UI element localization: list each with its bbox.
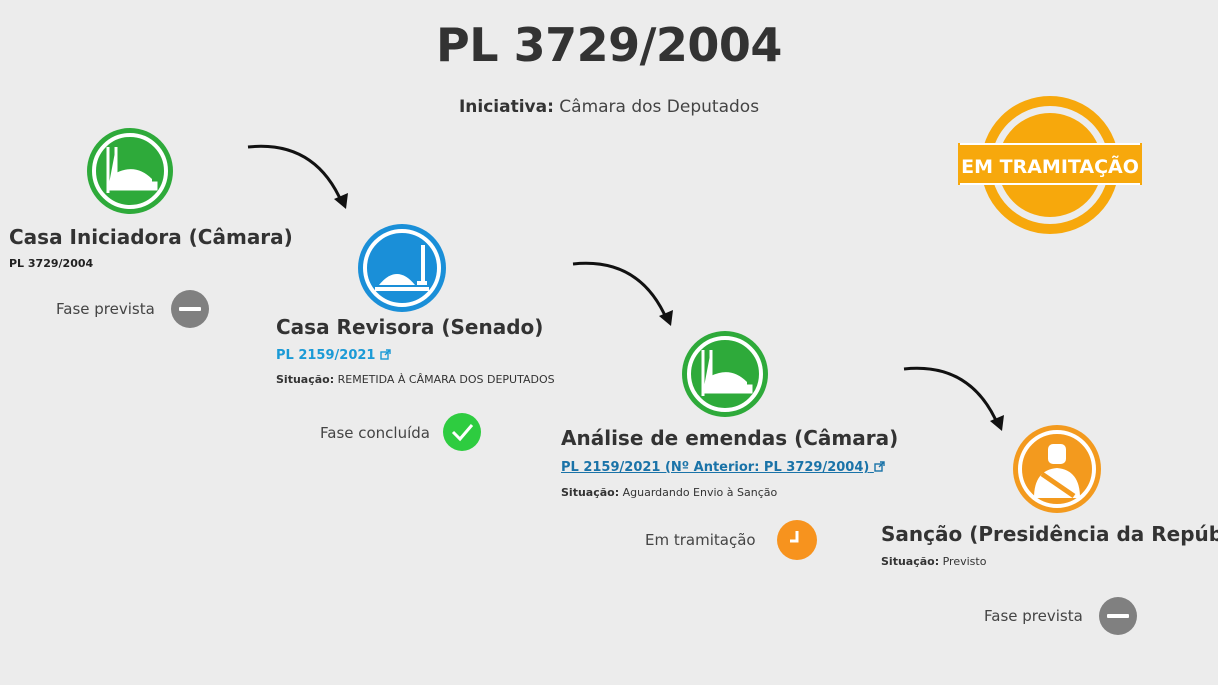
situacao-value: REMETIDA À CÂMARA DOS DEPUTADOS — [337, 373, 555, 386]
stage-title: Casa Iniciadora (Câmara) — [9, 225, 293, 249]
situacao-value: Aguardando Envio à Sanção — [622, 486, 778, 499]
camara-icon — [682, 331, 768, 417]
phase-label: Fase prevista — [56, 300, 155, 318]
situacao-label: Situação: — [561, 486, 620, 499]
stage-link-text[interactable]: PL 2159/2021 (Nº Anterior: PL 3729/2004) — [561, 460, 870, 475]
stage-situacao: Situação: REMETIDA À CÂMARA DOS DEPUTADO… — [276, 373, 555, 386]
stamp-text: EM TRAMITAÇÃO — [961, 154, 1139, 178]
stage-link-text[interactable]: PL 2159/2021 — [276, 348, 376, 363]
phase-label: Em tramitação — [645, 531, 756, 549]
page-title: PL 3729/2004 — [436, 18, 782, 72]
initiative-label: Iniciativa: — [458, 97, 554, 117]
arrow-icon — [572, 261, 673, 326]
stage-title: Sanção (Presidência da República) — [881, 522, 1218, 546]
situacao-label: Situação: — [276, 373, 335, 386]
stage-link[interactable]: PL 2159/2021 (Nº Anterior: PL 3729/2004) — [561, 460, 885, 475]
check-circle-icon — [443, 413, 481, 451]
stage-code: PL 3729/2004 — [9, 257, 94, 270]
stage-situacao: Situação: Previsto — [881, 555, 986, 568]
situacao-label: Situação: — [881, 555, 940, 568]
minus-circle-icon — [171, 290, 209, 328]
stage-situacao: Situação: Aguardando Envio à Sanção — [561, 486, 777, 499]
initiative-value: Câmara dos Deputados — [559, 97, 760, 117]
em-tramitacao-stamp: EM TRAMITAÇÃO — [958, 96, 1142, 234]
arrow-icon — [903, 366, 1004, 431]
clock-icon — [777, 520, 817, 560]
stage-title: Casa Revisora (Senado) — [276, 315, 544, 339]
situacao-value: Previsto — [942, 555, 987, 568]
initiative-line: Iniciativa: Câmara dos Deputados — [0, 97, 1218, 117]
phase-label: Fase concluída — [320, 424, 430, 442]
stage-link[interactable]: PL 2159/2021 — [276, 348, 391, 363]
presidente-icon — [1013, 425, 1101, 513]
camara-icon — [87, 128, 173, 214]
phase-label: Fase prevista — [984, 607, 1083, 625]
minus-circle-icon — [1099, 597, 1137, 635]
senado-icon — [358, 224, 446, 312]
stage-title: Análise de emendas (Câmara) — [561, 426, 899, 450]
external-link-icon[interactable] — [874, 461, 885, 472]
arrow-icon — [247, 144, 348, 209]
external-link-icon[interactable] — [380, 349, 391, 360]
